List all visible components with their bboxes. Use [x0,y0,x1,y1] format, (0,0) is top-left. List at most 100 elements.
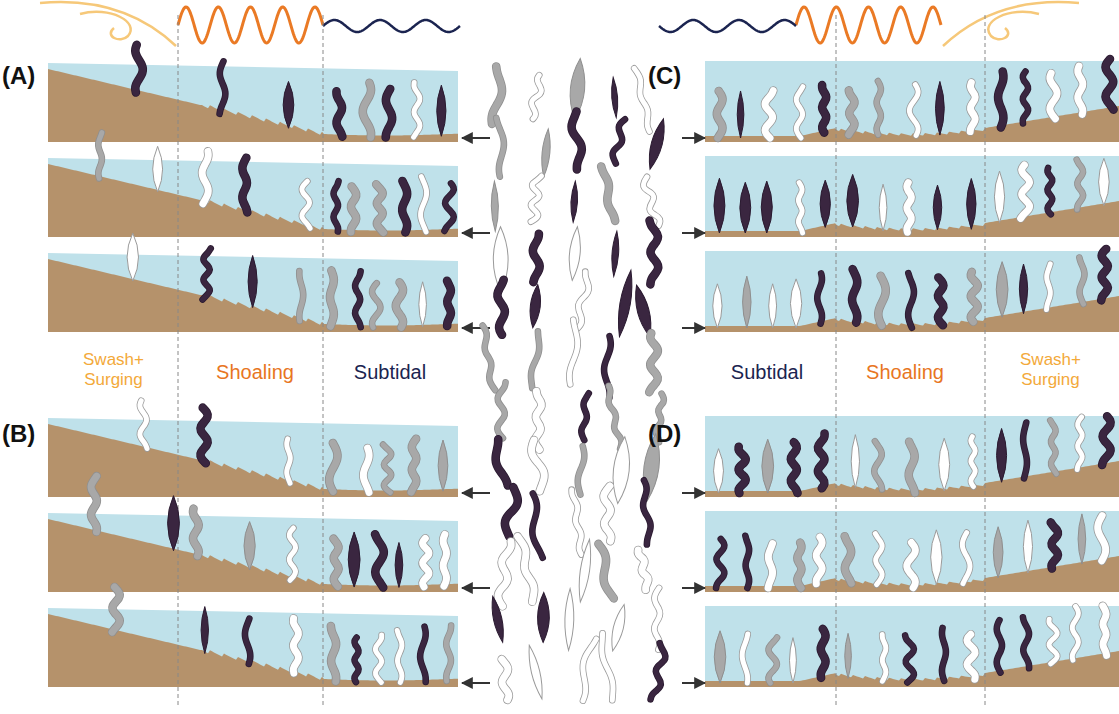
breaking-wave [40,2,176,46]
organism [395,542,403,587]
worm-outline [1051,522,1058,568]
organism [997,428,1007,482]
worm-body [528,75,545,119]
breaking-wave [943,2,1079,46]
worm-body [745,536,749,588]
worm-outline [768,544,772,588]
organism [443,534,446,586]
organism [354,638,358,683]
organism [438,440,448,491]
organism [1050,420,1056,473]
organism [716,539,724,588]
worm-body [598,633,616,700]
organism [1047,264,1051,310]
worm-outline [220,61,226,113]
organism [397,630,402,682]
subtidal-wave [659,20,796,32]
organism [878,276,885,326]
arrow [682,492,705,494]
worm-body [529,331,542,388]
organism [423,538,429,586]
organism-body [168,496,180,551]
organism-body [537,592,549,642]
worm-body [798,183,802,233]
worm-outline [971,272,978,322]
worm-body [530,439,547,491]
worm-body [383,445,391,493]
water [48,253,458,332]
organism [603,486,611,541]
organism [931,530,942,585]
water [705,156,1119,237]
organism-body [564,588,574,650]
worm-outline [909,442,915,493]
worm-body [905,635,914,682]
worm-outline [91,476,97,532]
organism-body [437,85,446,136]
organism [497,382,505,438]
organism [761,181,772,233]
worm-body [423,538,429,586]
organism [637,549,650,590]
worm-outline [98,133,102,179]
worm-outline [444,183,453,231]
organism [1049,619,1057,664]
worm-outline [396,282,403,327]
worm-body [611,118,627,163]
worm-outline [1098,516,1106,561]
worm-body [907,543,916,588]
organism [492,439,508,487]
organism [537,592,549,642]
organism-body [576,539,594,603]
organism [1106,59,1114,110]
sand [48,614,458,687]
organism-body [845,633,852,678]
zone-divider [323,15,324,705]
worm-body [386,89,392,138]
worm-body [420,627,426,682]
wave-set [659,2,1079,46]
organism [790,279,801,328]
organism-body [610,77,619,118]
worm-outline [1049,619,1057,664]
organism [933,185,941,230]
organism [1051,522,1058,568]
organism-body [540,128,552,177]
worm-body [1078,66,1083,114]
zone-label: Subtidal [712,360,822,384]
worm-outline [909,85,918,136]
organism-group [112,587,451,682]
organism-body [713,284,722,328]
worm-body [496,118,505,177]
worm-outline [791,442,798,493]
arrow [682,327,705,329]
organism [348,532,360,587]
worm-outline [375,635,381,682]
worm-outline [569,320,580,385]
worm-outline [423,538,429,586]
worm-body [742,634,748,683]
organism [168,496,180,551]
worm-body [193,509,199,556]
organism [851,435,859,488]
worm-body [796,87,803,138]
organism-group [127,233,451,327]
worm-body [845,536,852,583]
worm-body [878,276,885,326]
organism-body [1099,158,1110,205]
organism [938,277,944,325]
worm-outline [611,118,627,163]
organism [818,433,825,488]
worm-body [444,183,453,231]
worm-outline [717,91,723,138]
worm-body [140,401,147,449]
beach-profile [705,156,1119,237]
worm-outline [287,439,291,483]
worm-outline [1106,59,1114,110]
organism-group [714,158,1109,233]
organism-group [716,514,1106,588]
organism-body [996,262,1008,318]
organism-body [419,282,427,327]
worm-outline [849,90,855,134]
